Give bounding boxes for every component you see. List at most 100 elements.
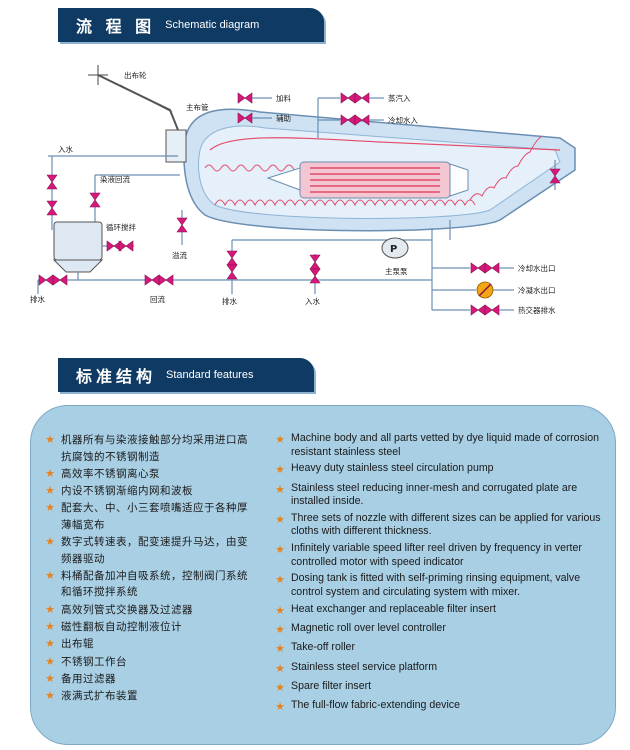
valve-overflow bbox=[176, 217, 188, 233]
star-icon: ★ bbox=[45, 637, 55, 651]
feature-item-en: ★Infinitely variable speed lifter reel d… bbox=[269, 542, 603, 569]
label-drain-left: 排水 bbox=[30, 294, 45, 304]
feature-item-en: ★Heat exchanger and replaceable filter i… bbox=[269, 603, 603, 619]
features-section-header: 标准结构 Standard features bbox=[58, 358, 314, 392]
pump-symbol: P bbox=[390, 244, 397, 255]
valve-drain-left-1 bbox=[38, 274, 54, 286]
features-panel: ★机器所有与染液接触部分均采用进口高抗腐蚀的不锈钢制造 ★高效率不锈钢离心泵 ★… bbox=[30, 405, 616, 745]
star-icon: ★ bbox=[275, 573, 285, 587]
feature-item-en: ★Stainless steel reducing inner-mesh and… bbox=[269, 482, 603, 509]
valve-water-in-bottom-2 bbox=[309, 268, 321, 284]
star-icon: ★ bbox=[275, 603, 285, 617]
feature-item-zh: ★液满式扩布装置 bbox=[39, 688, 257, 705]
label-feed-material: 辅助 bbox=[276, 113, 291, 123]
heat-exchanger bbox=[266, 161, 469, 199]
star-icon: ★ bbox=[275, 482, 285, 496]
schematic-section-header: 流 程 图 Schematic diagram bbox=[58, 8, 324, 42]
outfeed-reel bbox=[88, 65, 187, 163]
feature-item-en: ★The full-flow fabric-extending device bbox=[269, 699, 603, 715]
label-main-nozzle: 主布管 bbox=[186, 102, 209, 112]
features-list-zh: ★机器所有与染液接触部分均采用进口高抗腐蚀的不锈钢制造 ★高效率不锈钢离心泵 ★… bbox=[39, 432, 257, 706]
star-icon: ★ bbox=[275, 463, 285, 477]
valve-water-in-bottom-1 bbox=[309, 254, 321, 270]
valve-steam-2 bbox=[354, 92, 370, 104]
label-overflow: 溢流 bbox=[172, 250, 187, 260]
valve-return-1 bbox=[144, 274, 160, 286]
star-icon: ★ bbox=[45, 620, 55, 634]
star-icon: ★ bbox=[45, 484, 55, 498]
valve-dye-return bbox=[89, 192, 101, 208]
label-outfeed-reel: 出布轮 bbox=[124, 70, 147, 80]
valve-steam-1 bbox=[340, 92, 356, 104]
valve-drain-bottom-2 bbox=[226, 264, 238, 280]
feature-item-en: ★Take-off roller bbox=[269, 641, 603, 657]
label-cooling-water-in: 冷却水入 bbox=[388, 115, 418, 125]
star-icon: ★ bbox=[275, 512, 285, 526]
feature-item-zh: ★高效率不锈钢离心泵 bbox=[39, 466, 257, 483]
label-cooling-water-out: 冷却水出口 bbox=[518, 263, 556, 273]
star-icon: ★ bbox=[275, 543, 285, 557]
feature-item-en: ★Dosing tank is fitted with self-priming… bbox=[269, 572, 603, 599]
star-icon: ★ bbox=[45, 501, 55, 515]
valve-water-in-1 bbox=[46, 174, 58, 190]
star-icon: ★ bbox=[45, 535, 55, 549]
feature-item-zh: ★配套大、中、小三套喷嘴适应于各种厚薄幅宽布 bbox=[39, 500, 257, 533]
valve-cooling-out-2 bbox=[484, 262, 500, 274]
feature-item-zh: ★料桶配备加冲自吸系统，控制阀门系统和循环搅拌系统 bbox=[39, 568, 257, 601]
valve-add-material bbox=[237, 92, 253, 104]
valve-circulation-2 bbox=[118, 240, 134, 252]
label-add-material: 加料 bbox=[276, 93, 291, 103]
star-icon: ★ bbox=[275, 700, 285, 714]
label-circulation-mixing: 循环搅拌 bbox=[106, 222, 136, 232]
star-icon: ★ bbox=[45, 602, 55, 616]
star-icon: ★ bbox=[275, 661, 285, 675]
label-heat-exchanger-drain: 热交器排水 bbox=[518, 305, 556, 315]
valve-water-in-2 bbox=[46, 200, 58, 216]
label-dye-return: 染液回流 bbox=[100, 174, 130, 184]
schematic-diagram: 出布轮 主布管 加料 辅助 蒸汽入 冷却水入 入水 染液回流 循环搅拌 溢流 排… bbox=[30, 65, 576, 316]
label-water-in-bottom: 入水 bbox=[305, 296, 320, 306]
star-icon: ★ bbox=[45, 433, 55, 446]
feature-item-zh: ★出布辊 bbox=[39, 636, 257, 653]
feature-item-en: ★Three sets of nozzle with different siz… bbox=[269, 512, 603, 539]
label-drain-bottom: 排水 bbox=[222, 296, 237, 306]
valve-drain-bottom-1 bbox=[226, 250, 238, 266]
label-water-in: 入水 bbox=[58, 144, 73, 154]
dosing-tank bbox=[52, 221, 104, 273]
valve-hx-drain-2 bbox=[484, 304, 500, 316]
label-condensate-out: 冷凝水出口 bbox=[518, 285, 556, 295]
features-list-en: ★Machine body and all parts vetted by dy… bbox=[269, 432, 603, 719]
label-steam-in: 蒸汽入 bbox=[388, 93, 411, 103]
star-icon: ★ bbox=[275, 623, 285, 637]
feature-item-zh: ★备用过滤器 bbox=[39, 671, 257, 688]
feature-item-zh: ★内设不锈钢渐缩内网和波板 bbox=[39, 483, 257, 500]
label-return-flow: 回流 bbox=[150, 294, 165, 304]
feature-item-zh: ★数字式转速表，配变速提升马达，由变频器驱动 bbox=[39, 534, 257, 567]
star-icon: ★ bbox=[45, 654, 55, 668]
star-icon: ★ bbox=[45, 568, 55, 582]
features-title-zh: 标准结构 bbox=[76, 367, 157, 386]
feature-item-en: ★Spare filter insert bbox=[269, 680, 603, 696]
star-icon: ★ bbox=[45, 466, 55, 480]
label-main-pump: 主泵泵 bbox=[385, 266, 408, 276]
star-icon: ★ bbox=[275, 433, 285, 446]
star-icon: ★ bbox=[275, 680, 285, 694]
feature-item-en: ★Magnetic roll over level controller bbox=[269, 622, 603, 638]
valve-drain-left-2 bbox=[52, 274, 68, 286]
features-title-en: Standard features bbox=[166, 369, 254, 381]
feature-item-en: ★Machine body and all parts vetted by dy… bbox=[269, 432, 603, 459]
feature-item-en: ★Stainless steel service platform bbox=[269, 661, 603, 677]
feature-item-zh: ★机器所有与染液接触部分均采用进口高抗腐蚀的不锈钢制造 bbox=[39, 432, 257, 465]
star-icon: ★ bbox=[275, 642, 285, 656]
feature-item-zh: ★高效列管式交换器及过滤器 bbox=[39, 602, 257, 619]
schematic-title-en: Schematic diagram bbox=[165, 19, 260, 31]
schematic-title-zh: 流 程 图 bbox=[76, 17, 156, 36]
valve-return-2 bbox=[158, 274, 174, 286]
star-icon: ★ bbox=[45, 671, 55, 685]
star-icon: ★ bbox=[45, 689, 55, 703]
valve-hx-drain-1 bbox=[470, 304, 486, 316]
feature-item-zh: ★磁性翻板自动控制液位计 bbox=[39, 619, 257, 636]
valve-cooling-out-1 bbox=[470, 262, 486, 274]
feature-item-en: ★Heavy duty stainless steel circulation … bbox=[269, 462, 603, 478]
feature-item-zh: ★不锈钢工作台 bbox=[39, 654, 257, 671]
